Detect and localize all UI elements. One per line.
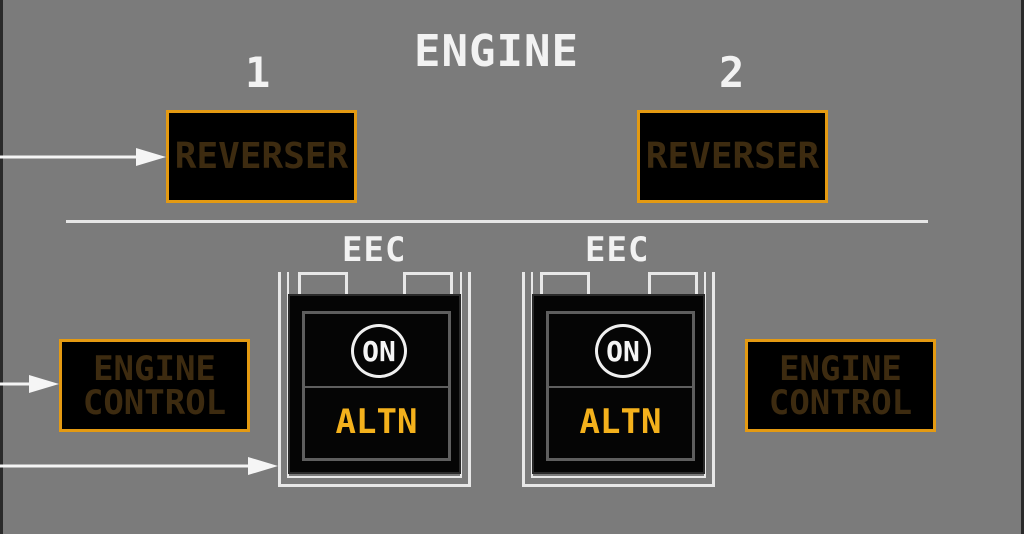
eec-1-switch[interactable]: ON ALTN: [288, 294, 461, 474]
section-divider: [66, 220, 928, 223]
eec-1-switch-face: ON ALTN: [302, 311, 451, 461]
engine-control-1-line2: CONTROL: [82, 382, 227, 423]
engine-control-2-light: ENGINE CONTROL: [745, 339, 936, 432]
panel-frame-left: [0, 0, 3, 534]
reverser-1-label: REVERSER: [174, 135, 349, 177]
eec-2-switch-separator: [549, 386, 692, 388]
eec-2-altn-indicator: ALTN: [579, 402, 662, 442]
eec-2-guard-tab-left: [540, 272, 590, 294]
eec-1-switch-separator: [305, 386, 448, 388]
engine-control-2-line1: ENGINE: [779, 348, 902, 389]
eec-1-guard-tab-left: [298, 272, 348, 294]
eec-1-guard-tab-right: [403, 272, 453, 294]
engine-control-1-line1: ENGINE: [93, 348, 216, 389]
panel-frame-right: [1021, 0, 1024, 534]
arrow-to-reverser-1: [0, 148, 166, 166]
engine-1-label: 1: [245, 48, 272, 97]
eec-1-altn-indicator: ALTN: [335, 402, 418, 442]
reverser-2-light: REVERSER: [637, 110, 828, 203]
reverser-2-label: REVERSER: [645, 135, 820, 177]
eec-2-label: EEC: [585, 230, 650, 270]
eec-1-on-indicator: ON: [351, 324, 407, 378]
arrow-to-eec-1-switch: [0, 457, 278, 475]
eec-2-guard-tab-right: [648, 272, 698, 294]
engine-control-2-line2: CONTROL: [768, 382, 913, 423]
eec-2-switch[interactable]: ON ALTN: [532, 294, 705, 474]
engine-control-1-light: ENGINE CONTROL: [59, 339, 250, 432]
panel-title: ENGINE: [414, 26, 579, 77]
eec-1-label: EEC: [342, 230, 407, 270]
arrow-to-engine-control-1: [0, 375, 59, 393]
reverser-1-light: REVERSER: [166, 110, 357, 203]
eec-2-switch-face: ON ALTN: [546, 311, 695, 461]
engine-2-label: 2: [719, 48, 746, 97]
eec-2-on-indicator: ON: [595, 324, 651, 378]
